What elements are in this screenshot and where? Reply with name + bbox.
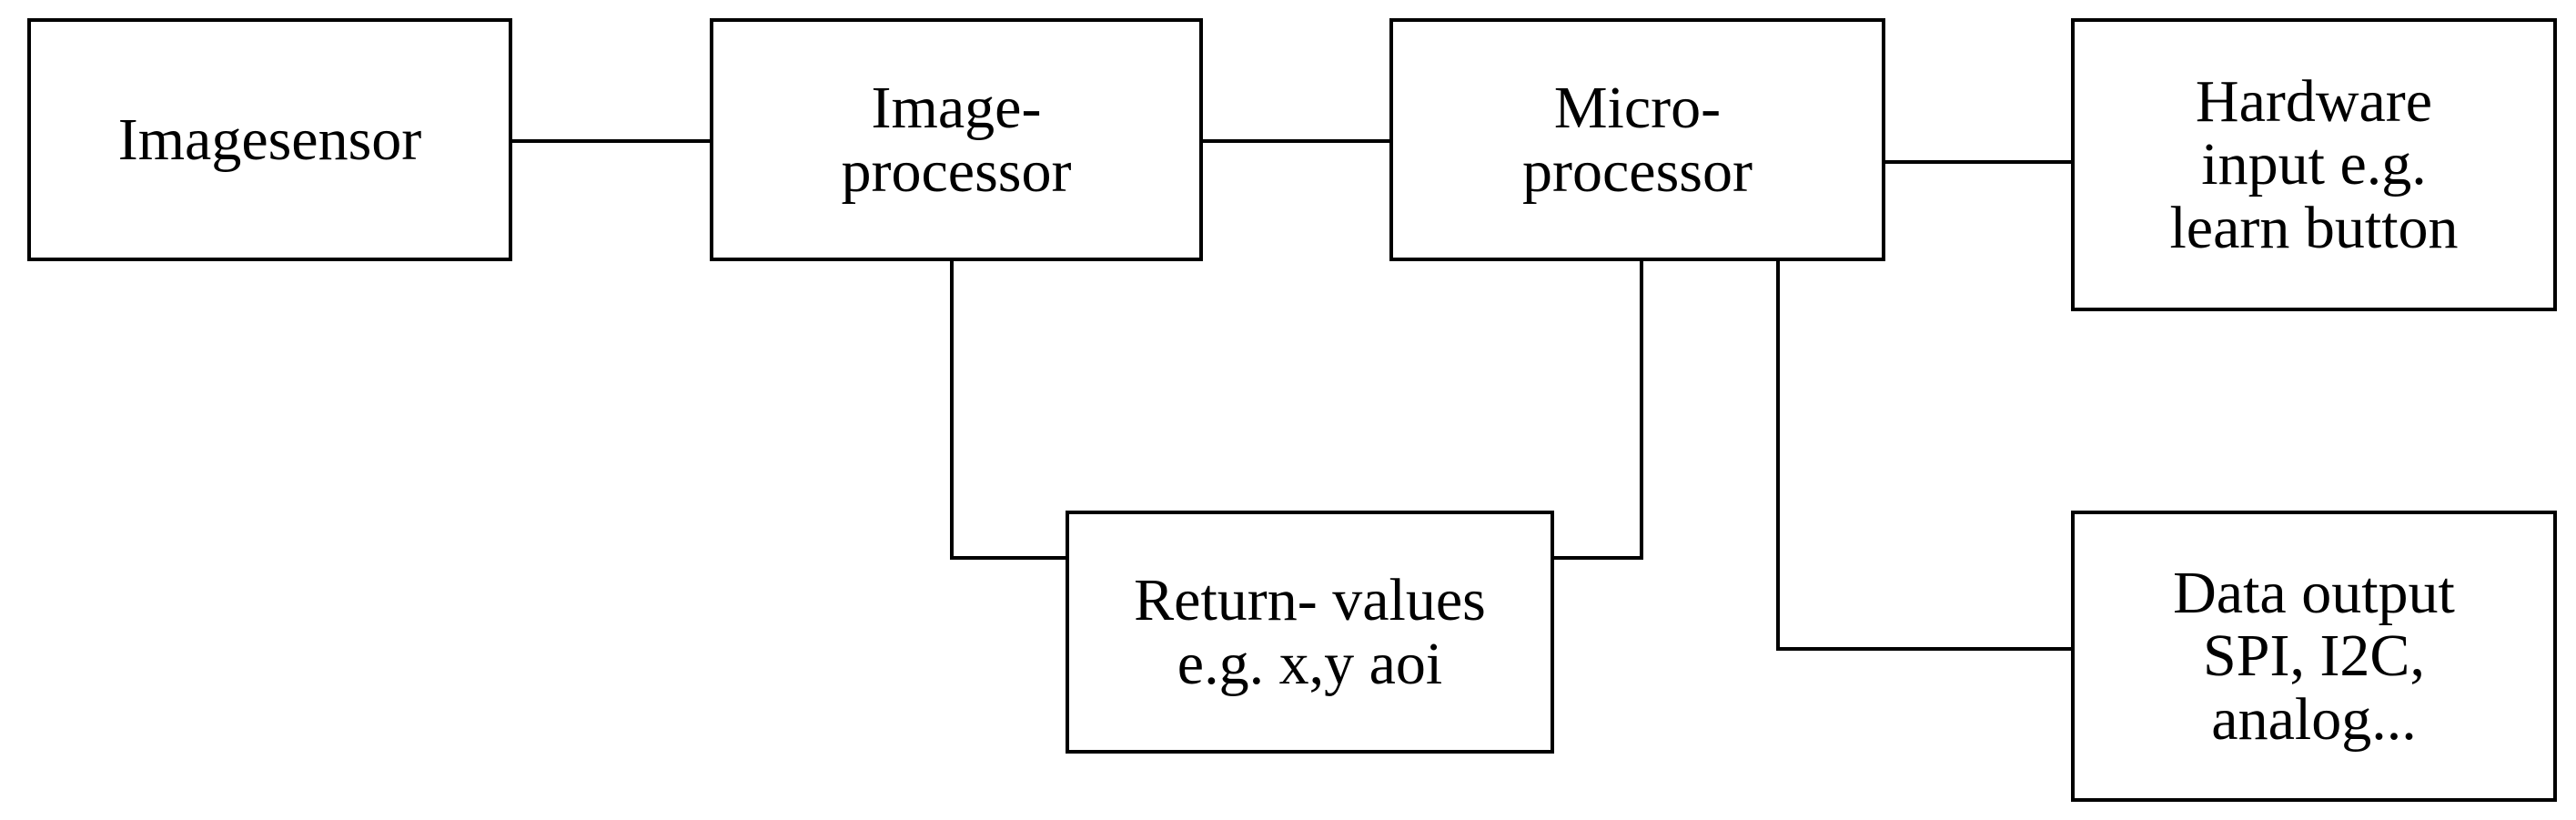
data-output-label-line-3: analog... [2211,685,2417,753]
data-output-block: Data output SPI, I2C, analog... [2071,511,2557,802]
image-processor-label-line-1: Image- [871,75,1042,142]
hardware-input-label-line-2: input e.g. [2201,131,2427,198]
return-values-label-line-2: e.g. x,y aoi [1177,630,1443,697]
micro-processor-label-line-1: Micro- [1553,75,1722,142]
image-processor-label-line-2: processor [841,137,1072,205]
hardware-input-label-line-1: Hardware [2195,68,2433,136]
imagesensor-block: Imagesensor [27,18,512,261]
data-output-label-line-1: Data output [2173,560,2455,627]
micro-processor-block: Micro- processor [1389,18,1885,261]
imagesensor-label-line-1: Imagesensor [117,106,422,173]
hardware-input-block: Hardware input e.g. learn button [2071,18,2557,311]
return-values-label-line-1: Return- values [1134,567,1486,634]
image-processor-block: Image- processor [710,18,1203,261]
hardware-input-label-line-3: learn button [2169,194,2459,261]
return-values-block: Return- values e.g. x,y aoi [1066,511,1554,754]
data-output-label-line-2: SPI, I2C, [2203,623,2425,690]
micro-processor-label-line-2: processor [1522,137,1753,205]
